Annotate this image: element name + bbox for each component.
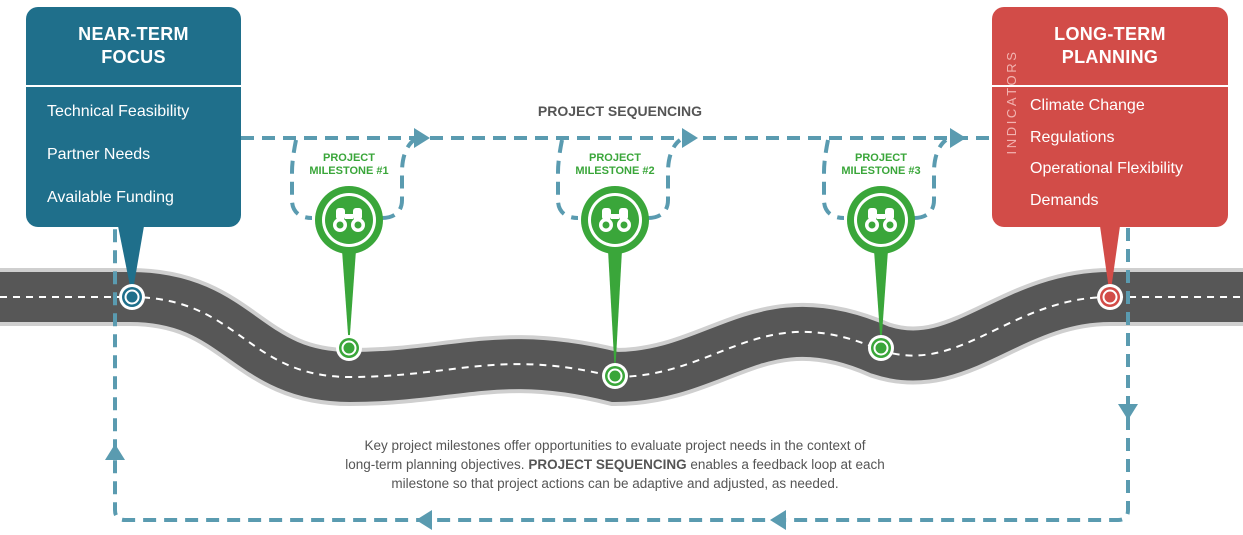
near-term-title-line-1: NEAR-TERM: [78, 24, 189, 44]
near-term-item: Partner Needs: [47, 146, 151, 163]
long-term-planning-box: LONG-TERM PLANNING Climate Change Regula…: [992, 7, 1228, 227]
caption-text: long-term planning objectives.: [345, 457, 525, 472]
binoculars-icon: [333, 208, 365, 232]
near-term-pointer: [118, 226, 144, 296]
milestone-label-line: PROJECT: [323, 152, 375, 164]
arrow-up-icon: [105, 444, 125, 460]
arrow-right-icon: [950, 128, 966, 148]
arrow-right-icon: [682, 128, 698, 148]
caption-line-1: Key project milestones offer opportuniti…: [364, 438, 866, 453]
pin-stem: [342, 250, 356, 348]
milestone-badge: [315, 186, 383, 254]
long-term-item: Regulations: [1030, 129, 1115, 146]
binoculars-icon: [865, 208, 897, 232]
divider: [992, 85, 1228, 87]
feedback-loop-line: [113, 228, 1130, 522]
caption: Key project milestones offer opportuniti…: [250, 436, 980, 493]
long-term-road-marker: [1097, 284, 1123, 310]
near-term-title-line-2: FOCUS: [101, 47, 166, 67]
long-term-title-line-1: LONG-TERM: [1054, 24, 1166, 44]
milestone-bracket-3: [822, 138, 948, 220]
milestone-label-2: PROJECT MILESTONE #2: [550, 152, 680, 178]
milestone-road-marker: [336, 335, 362, 361]
pin-stem: [608, 250, 622, 376]
milestone-label-line: MILESTONE #3: [841, 165, 921, 177]
arrow-left-icon: [416, 510, 432, 530]
caption-line-2: long-term planning objectives. PROJECT S…: [250, 455, 980, 474]
arrow-right-icon: [414, 128, 430, 148]
arrow-left-icon: [770, 510, 786, 530]
milestone-label-line: PROJECT: [589, 152, 641, 164]
long-term-pointer: [1100, 226, 1120, 297]
milestone-pin-3: [847, 186, 915, 361]
long-term-item: Climate Change: [1030, 97, 1145, 114]
near-term-road-marker: [119, 284, 145, 310]
milestone-label-1: PROJECT MILESTONE #1: [284, 152, 414, 178]
caption-emphasis: PROJECT SEQUENCING: [528, 457, 687, 472]
near-term-item: Technical Feasibility: [47, 103, 190, 120]
long-term-item: Operational Flexibility: [1030, 160, 1183, 177]
binoculars-icon: [599, 208, 631, 232]
milestone-bracket-1: [290, 138, 416, 220]
near-term-item: Available Funding: [47, 189, 174, 206]
pin-stem: [874, 250, 888, 348]
long-term-title: LONG-TERM PLANNING: [992, 23, 1228, 69]
indicators-label: INDICATORS: [1004, 49, 1019, 155]
arrow-down-icon: [1118, 404, 1138, 420]
milestone-badge: [847, 186, 915, 254]
long-term-item: Demands: [1030, 192, 1099, 209]
milestone-pin-2: [581, 186, 649, 389]
milestone-label-line: PROJECT: [855, 152, 907, 164]
near-term-title: NEAR-TERM FOCUS: [26, 23, 241, 69]
project-sequencing-title: PROJECT SEQUENCING: [537, 103, 703, 119]
milestone-road-marker: [868, 335, 894, 361]
milestone-label-line: MILESTONE #1: [309, 165, 389, 177]
milestone-badge: [581, 186, 649, 254]
milestone-bracket-2: [556, 138, 682, 220]
milestone-label-line: MILESTONE #2: [575, 165, 655, 177]
near-term-focus-box: NEAR-TERM FOCUS Technical Feasibility Pa…: [26, 7, 241, 227]
caption-line-3: milestone so that project actions can be…: [391, 476, 839, 491]
milestone-pin-1: [315, 186, 383, 361]
caption-text: enables a feedback loop at each: [690, 457, 885, 472]
milestone-road-marker: [602, 363, 628, 389]
long-term-title-line-2: PLANNING: [1061, 47, 1159, 67]
milestone-label-3: PROJECT MILESTONE #3: [816, 152, 946, 178]
divider: [26, 85, 241, 87]
